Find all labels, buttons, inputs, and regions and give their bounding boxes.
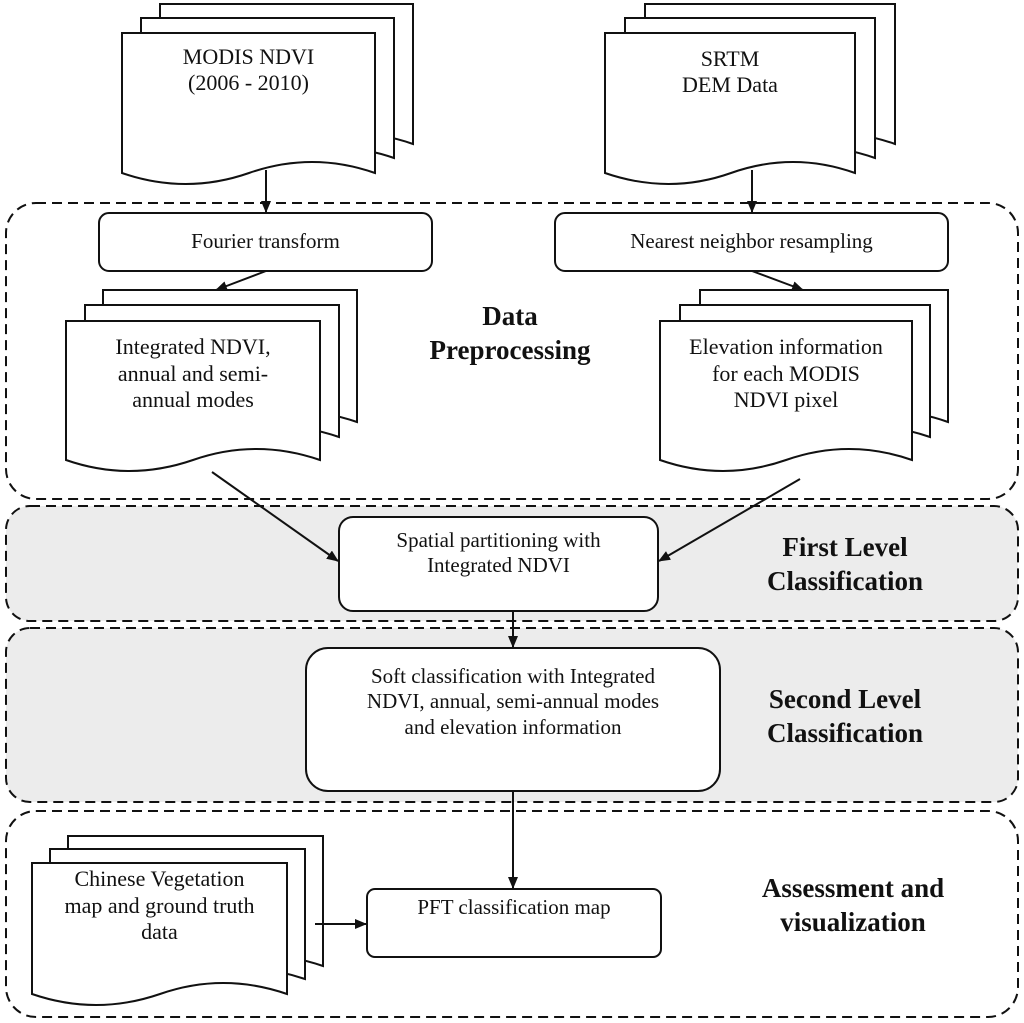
- modis-document-stack: [121, 3, 414, 185]
- spatial-box: [338, 516, 659, 612]
- pft-box: [366, 888, 662, 958]
- integrated-ndvi-document-stack: [65, 289, 358, 472]
- nearest-label: Nearest neighbor resampling: [630, 229, 873, 254]
- chinese-veg-label: Chinese Vegetation map and ground truth …: [64, 866, 255, 945]
- stage-assessment-title: Assessment and visualization: [761, 873, 945, 937]
- arrow-fourier-to-integrated: [215, 270, 267, 291]
- elevation-label: Elevation information for each MODIS NDV…: [689, 334, 883, 413]
- integrated-ndvi-label: Integrated NDVI, annual and semi- annual…: [115, 334, 271, 413]
- srtm-document-stack: [604, 3, 896, 185]
- stage-preprocessing-title: Data Preprocessing: [429, 301, 591, 365]
- arrow-elevation-to-spatial: [658, 478, 801, 562]
- elevation-document-stack: [659, 289, 949, 472]
- nearest-box: [554, 212, 949, 272]
- chinese-veg-document-stack: [31, 835, 324, 1006]
- fourier-label: Fourier transform: [191, 229, 340, 254]
- modis-label: MODIS NDVI (2006 - 2010): [182, 43, 315, 95]
- pft-label: PFT classification map: [417, 895, 611, 920]
- arrow-integrated-to-spatial: [211, 471, 339, 562]
- srtm-label: SRTM DEM Data: [682, 45, 778, 97]
- spatial-label: Spatial partitioning with Integrated NDV…: [396, 527, 601, 577]
- stage-second-level-title: Second Level Classification: [766, 684, 923, 748]
- soft-label: Soft classification with Integrated NDVI…: [366, 664, 660, 739]
- stage-first-level-title: First Level Classification: [766, 532, 923, 596]
- arrow-nearest-to-elevation: [751, 270, 804, 291]
